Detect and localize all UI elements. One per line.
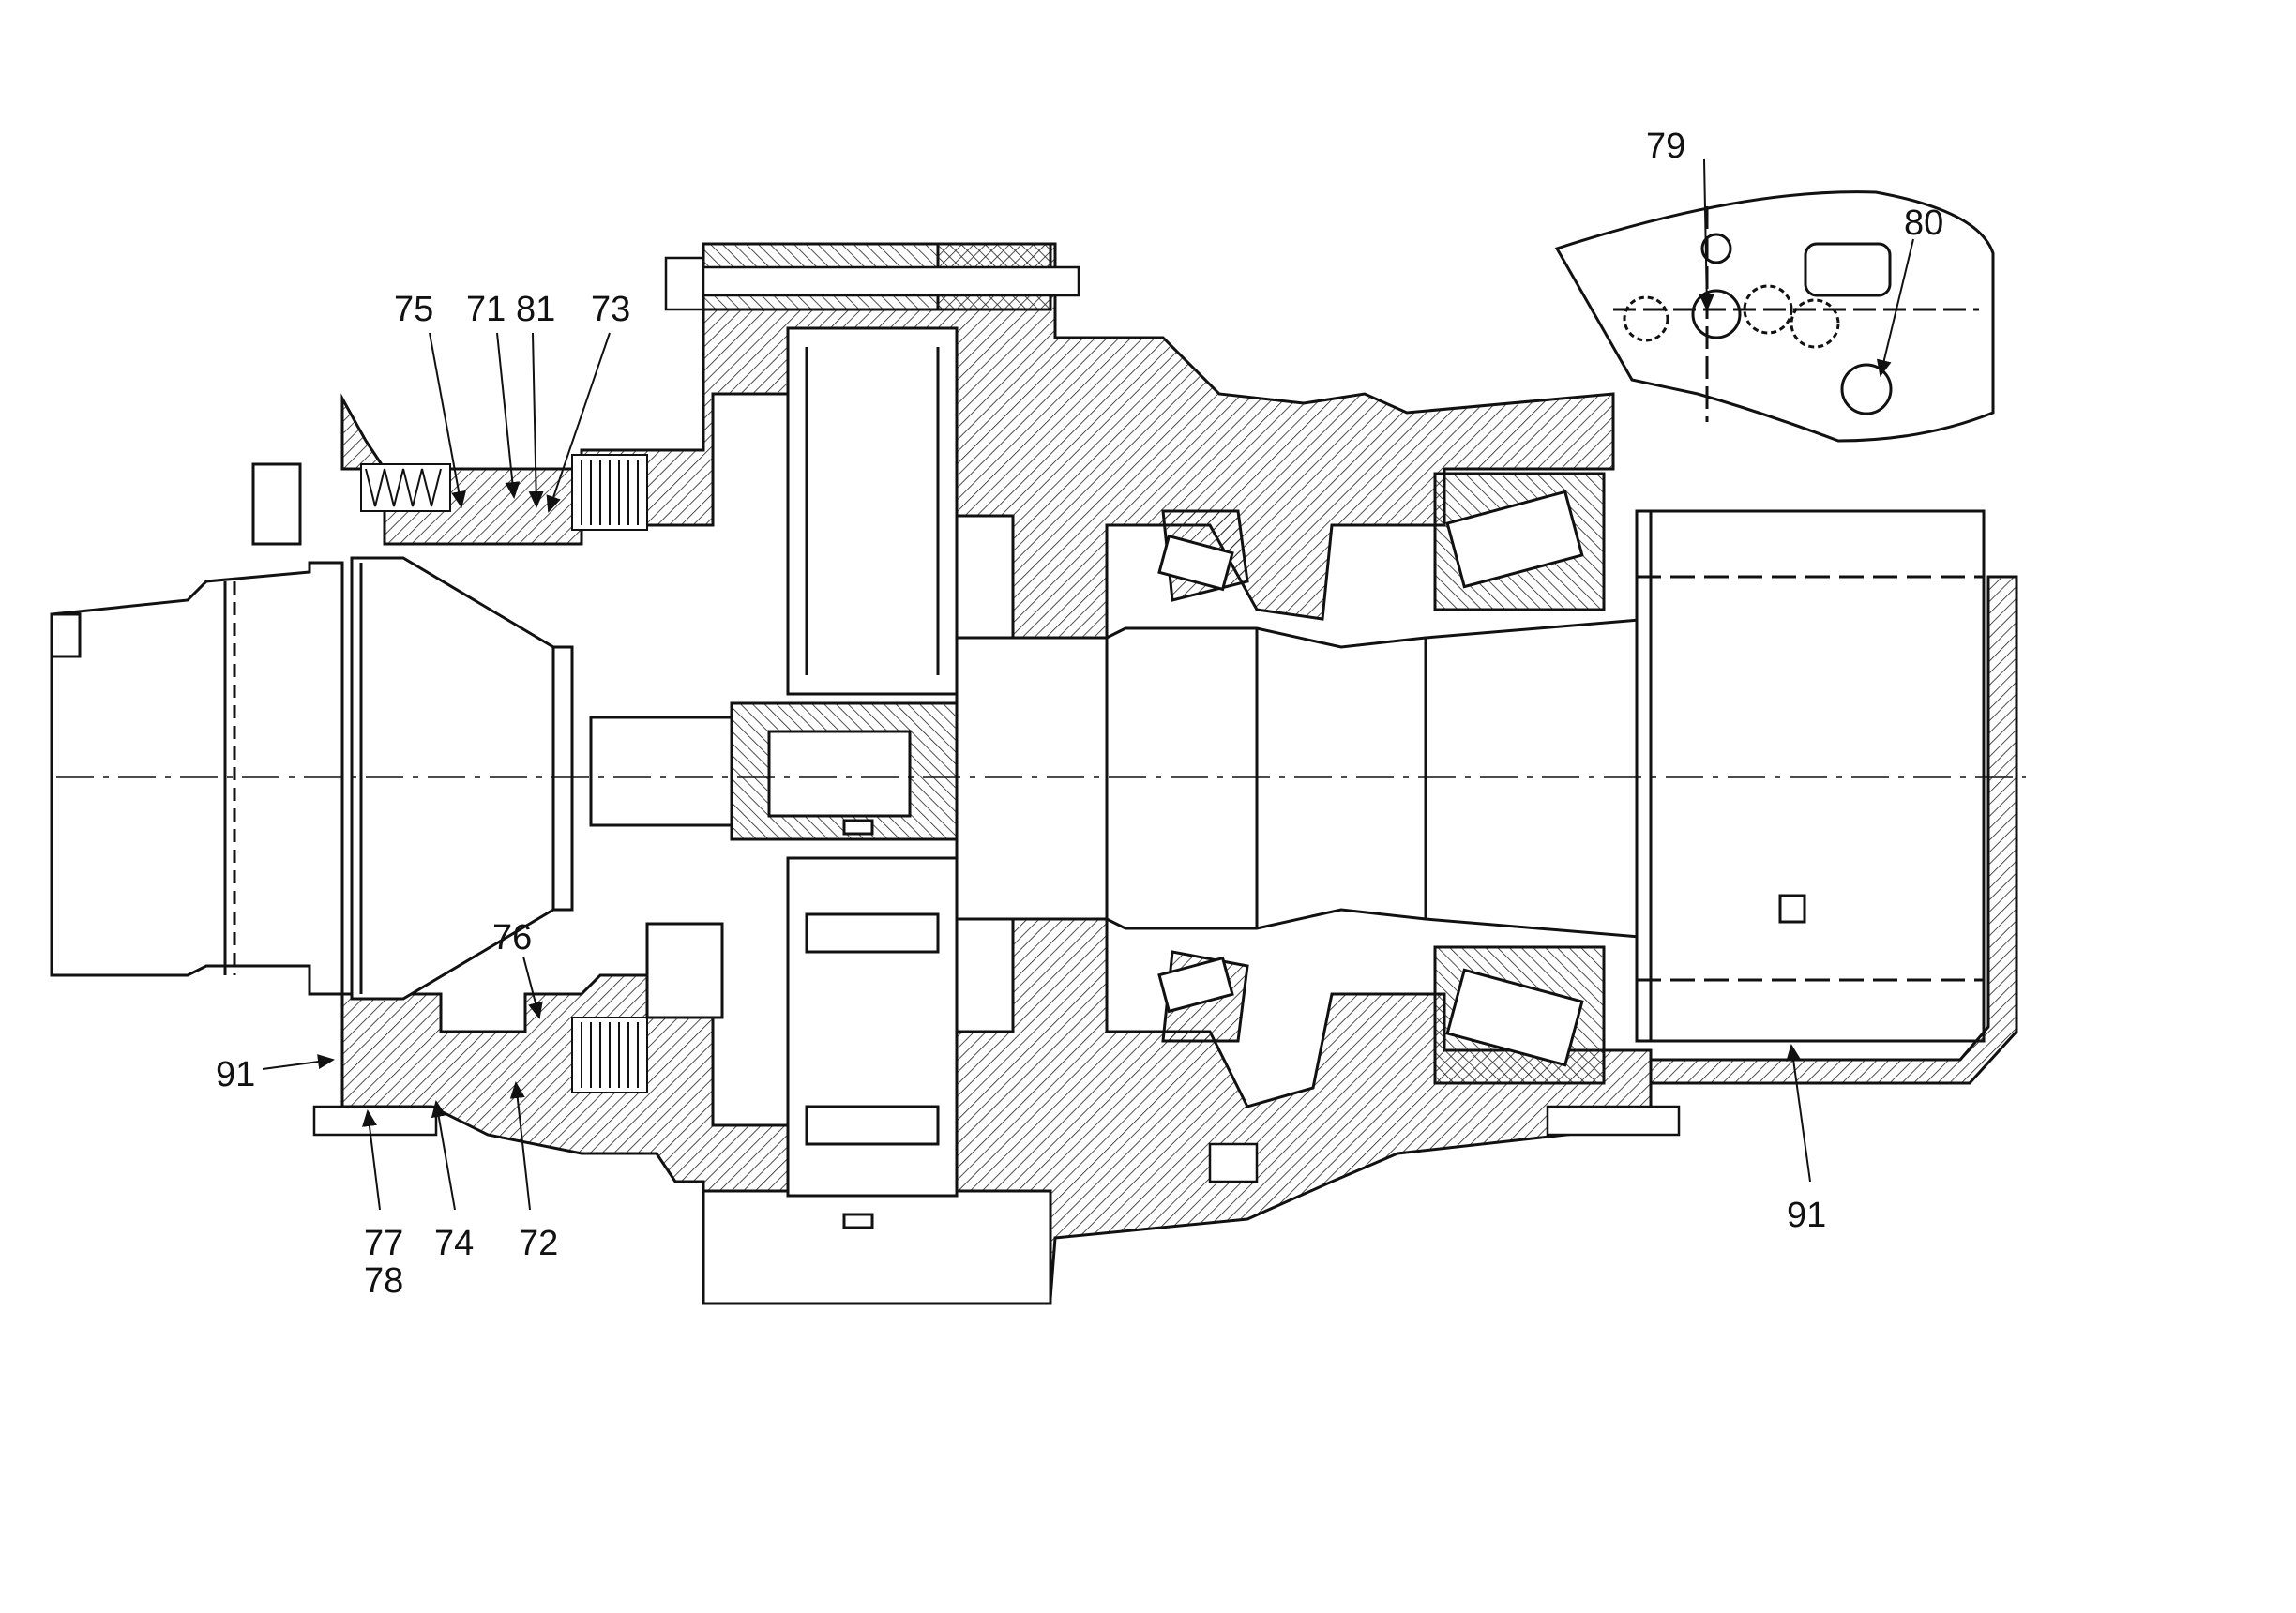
detail-slot xyxy=(1804,242,1892,297)
detail-hole-1 xyxy=(1691,289,1742,339)
flange-bolts xyxy=(312,256,1681,1183)
sun-shaft xyxy=(589,716,733,827)
detail-hole-3 xyxy=(1743,284,1793,335)
callout-80: 80 xyxy=(1904,204,1943,243)
needle-bearing-upper xyxy=(805,912,940,954)
roller-bearing-outer-lower xyxy=(1433,945,1606,1085)
detail-view xyxy=(1554,190,1995,443)
tag-z-ring-upper xyxy=(842,819,874,836)
callout-73: 73 xyxy=(591,290,630,329)
small-pinion xyxy=(645,922,724,1019)
needle-bearing-lower xyxy=(805,1105,940,1146)
planet-gear-upper xyxy=(786,326,959,696)
disk-pack-upper xyxy=(571,454,648,531)
bolt-bottom-left xyxy=(312,1105,438,1137)
motor-end-block xyxy=(251,462,302,546)
callout-91-right: 91 xyxy=(1787,1196,1826,1235)
motor-bolt-head xyxy=(50,612,82,658)
drum-cover xyxy=(1649,575,2018,1085)
output-shaft xyxy=(955,617,1653,940)
callout-71: 71 xyxy=(466,290,506,329)
drum-tag xyxy=(1778,894,1806,924)
detail-hole-2 xyxy=(1623,295,1669,342)
bolt-bottom-right xyxy=(1546,1105,1681,1137)
roller-bearing-inner-upper xyxy=(1157,509,1249,602)
detail-hole-5 xyxy=(1840,363,1893,415)
callout-81: 81 xyxy=(516,290,555,329)
callout-91-left: 91 xyxy=(216,1055,255,1094)
spring-pack xyxy=(360,463,451,512)
bolt-top xyxy=(664,256,705,311)
callout-79: 79 xyxy=(1646,127,1685,166)
detail-hole-4 xyxy=(1790,298,1840,349)
output-drum xyxy=(1635,509,2018,1085)
tag-z-ring-lower xyxy=(842,1213,874,1229)
disk-pack-lower xyxy=(571,1017,648,1093)
callout-labels: 75 71 81 73 76 91 77 78 74 72 79 80 91 xyxy=(216,127,1943,1301)
planet-stage xyxy=(589,326,959,1229)
drain-plug xyxy=(1208,1142,1259,1183)
callout-72: 72 xyxy=(519,1224,558,1263)
callout-74: 74 xyxy=(434,1224,474,1263)
roller-bearing-outer-upper xyxy=(1433,472,1606,611)
detail-hole-6 xyxy=(1700,233,1732,264)
leader-lines xyxy=(262,158,1914,1211)
roller-bearing-inner-lower xyxy=(1157,950,1249,1043)
bottom-flange xyxy=(702,1189,1052,1305)
callout-78: 78 xyxy=(364,1261,403,1301)
input-motor xyxy=(50,462,344,996)
callout-77: 77 xyxy=(364,1224,403,1263)
callout-76: 76 xyxy=(492,918,532,957)
brake-cone xyxy=(350,556,574,1001)
callout-75: 75 xyxy=(394,290,433,329)
motor-body xyxy=(50,561,344,996)
